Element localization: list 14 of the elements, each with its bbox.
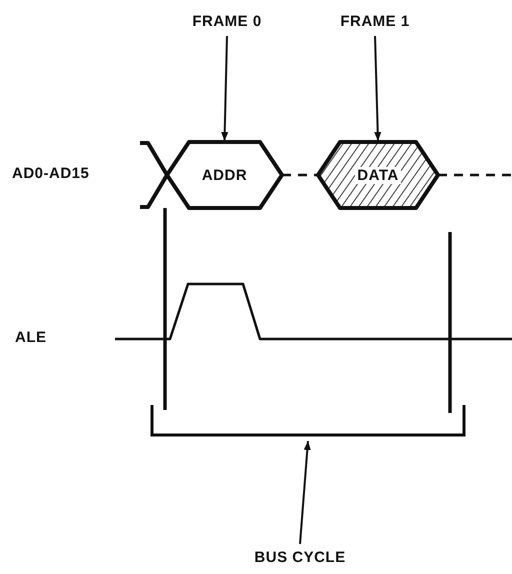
dashed-bus-line <box>282 174 318 176</box>
data-bus-hexagon <box>318 142 438 208</box>
bus-cycle-bracket <box>150 405 466 437</box>
bus-value-label: DATA <box>355 166 401 184</box>
address-bus-hexagon <box>167 142 282 208</box>
frame-label: FRAME 0 <box>192 12 262 30</box>
dashed-bus-line <box>438 174 512 176</box>
signal-name: ALE <box>15 329 46 346</box>
arrow <box>299 440 311 544</box>
arrow <box>221 36 228 142</box>
signal-name: AD0-AD15 <box>12 165 90 182</box>
frame-label: FRAME 1 <box>340 12 410 30</box>
bus-cycle-label: BUS CYCLE <box>254 548 346 566</box>
arrow <box>374 36 382 142</box>
